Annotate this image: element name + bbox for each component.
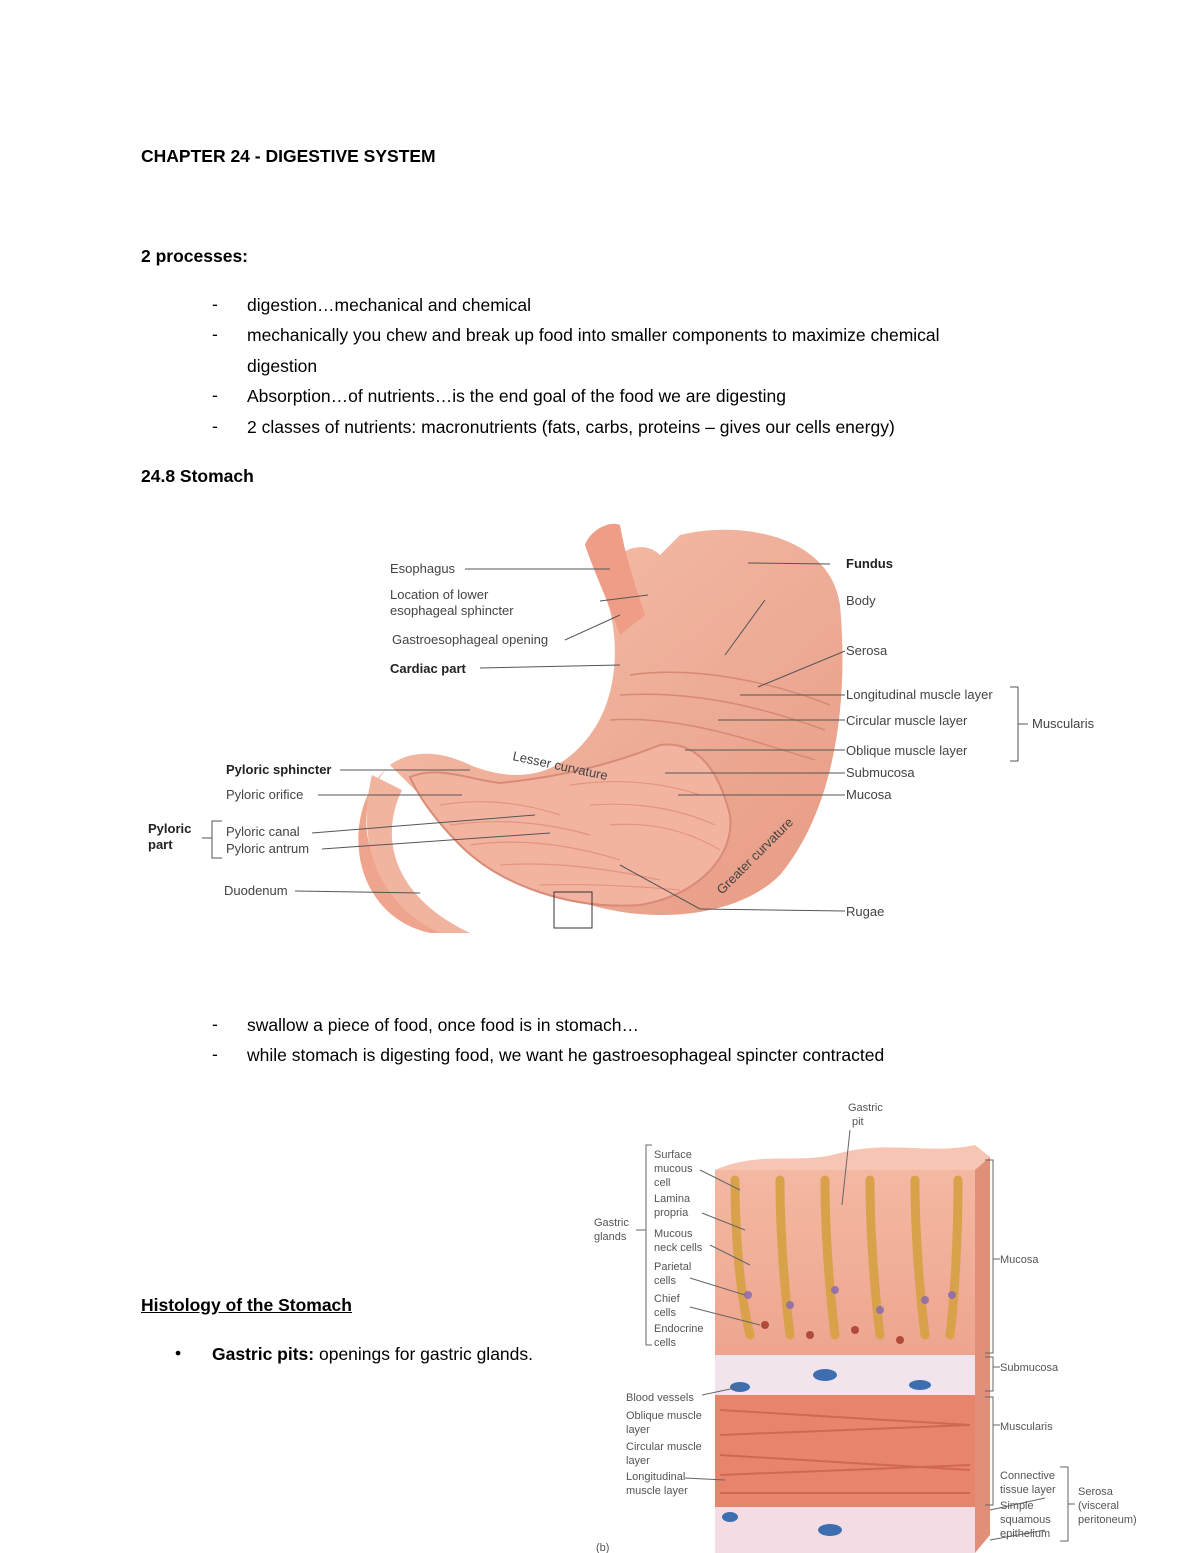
label-mucosa: Mucosa	[1000, 1254, 1039, 1266]
label-parietal-2: cells	[654, 1275, 677, 1287]
label-chief-2: cells	[654, 1307, 677, 1319]
list-dash: -	[212, 324, 218, 344]
label-gastric-pit-2: pit	[852, 1116, 864, 1128]
label-rugae: Rugae	[846, 904, 884, 919]
list-dash: -	[212, 416, 218, 436]
label-les-2: esophageal sphincter	[390, 603, 514, 618]
label-mucousneck-1: Mucous	[654, 1228, 693, 1240]
label-submucosa: Submucosa	[1000, 1362, 1059, 1374]
label-gastroesophageal-opening: Gastroesophageal opening	[392, 632, 548, 647]
label-body: Body	[846, 593, 876, 608]
label-submucosa: Submucosa	[846, 765, 915, 780]
label-serosa: Serosa	[846, 643, 888, 658]
list-dash: -	[212, 1044, 218, 1064]
gastric-pits-definition: openings for gastric glands.	[314, 1344, 534, 1364]
duodenum-shape	[358, 765, 470, 933]
label-connective-1: Connective	[1000, 1470, 1055, 1482]
processes-title: 2 processes:	[141, 246, 249, 266]
label-simple-2: squamous	[1000, 1514, 1051, 1526]
bullet-mark: •	[175, 1343, 182, 1363]
label-simple-1: Simple	[1000, 1500, 1034, 1512]
label-glands-1: Gastric	[594, 1217, 629, 1229]
label-mucousneck-2: neck cells	[654, 1242, 703, 1254]
list-item: swallow a piece of food, once food is in…	[247, 1015, 640, 1035]
label-esophagus: Esophagus	[390, 561, 456, 576]
stomach-figure: Esophagus Location of lower esophageal s…	[148, 523, 1095, 933]
label-pyloric-antrum: Pyloric antrum	[226, 841, 309, 856]
label-les-1: Location of lower	[390, 587, 489, 602]
label-endocrine-1: Endocrine	[654, 1323, 704, 1335]
label-longitudinal-1: Longitudinal	[626, 1471, 685, 1483]
gastric-pits-item: Gastric pits: openings for gastric gland…	[212, 1343, 533, 1365]
label-gastric-pit-1: Gastric	[848, 1102, 883, 1114]
label-pyloric-canal: Pyloric canal	[226, 824, 300, 839]
gastric-pits-term: Gastric pits:	[212, 1344, 315, 1364]
label-oblique-2: layer	[626, 1424, 650, 1436]
label-pyloric-orifice: Pyloric orifice	[226, 787, 303, 802]
label-oblique: Oblique muscle layer	[846, 743, 968, 758]
list-item: mechanically you chew and break up food …	[247, 325, 940, 345]
list-item: while stomach is digesting food, we want…	[247, 1045, 885, 1065]
label-parietal-1: Parietal	[654, 1261, 691, 1273]
histology-heading: Histology of the Stomach	[141, 1295, 352, 1315]
label-pyloric-part-2: part	[148, 837, 173, 852]
label-connective-2: tissue layer	[1000, 1484, 1056, 1496]
label-serosa-1: Serosa	[1078, 1486, 1114, 1498]
label-chief-1: Chief	[654, 1293, 681, 1305]
chapter-heading: CHAPTER 24 - DIGESTIVE SYSTEM	[141, 146, 436, 166]
label-muscularis: Muscularis	[1032, 716, 1095, 731]
label-serosa-2: (visceral	[1078, 1500, 1119, 1512]
label-circular-1: Circular muscle	[626, 1441, 702, 1453]
esophagus-shape	[585, 523, 645, 635]
label-pyloric-sphincter: Pyloric sphincter	[226, 762, 331, 777]
label-oblique-1: Oblique muscle	[626, 1410, 702, 1422]
list-dash: -	[212, 294, 218, 314]
label-longitudinal-2: muscle layer	[626, 1485, 688, 1497]
label-blood-vessels: Blood vessels	[626, 1392, 694, 1404]
label-serosa-3: peritoneum)	[1078, 1514, 1137, 1526]
label-lamina-2: propria	[654, 1207, 689, 1219]
label-fundus: Fundus	[846, 556, 893, 571]
list-item-continuation: digestion	[247, 356, 318, 376]
label-surface-2: mucous	[654, 1163, 693, 1175]
label-lamina-1: Lamina	[654, 1193, 691, 1205]
list-item: 2 classes of nutrients: macronutrients (…	[247, 417, 895, 437]
label-pyloric-part-1: Pyloric	[148, 821, 191, 836]
label-surface-3: cell	[654, 1177, 671, 1189]
label-panel-b: (b)	[596, 1542, 609, 1553]
label-circular-2: layer	[626, 1455, 650, 1467]
label-mucosa: Mucosa	[846, 787, 892, 802]
list-dash: -	[212, 1014, 218, 1034]
label-duodenum: Duodenum	[224, 883, 288, 898]
label-surface-1: Surface	[654, 1149, 692, 1161]
label-glands-2: glands	[594, 1231, 627, 1243]
label-longitudinal: Longitudinal muscle layer	[846, 687, 993, 702]
histology-figure: Gastric pit Surface mucous cell Lamina p…	[594, 1102, 1137, 1553]
label-circular: Circular muscle layer	[846, 713, 968, 728]
label-endocrine-2: cells	[654, 1337, 677, 1349]
label-simple-3: epithelium	[1000, 1528, 1050, 1540]
label-muscularis: Muscularis	[1000, 1421, 1053, 1433]
label-cardiac-part: Cardiac part	[390, 661, 467, 676]
list-item: Absorption…of nutrients…is the end goal …	[247, 386, 786, 406]
section-stomach-heading: 24.8 Stomach	[141, 466, 254, 486]
list-item: digestion…mechanical and chemical	[247, 295, 532, 315]
list-dash: -	[212, 385, 218, 405]
